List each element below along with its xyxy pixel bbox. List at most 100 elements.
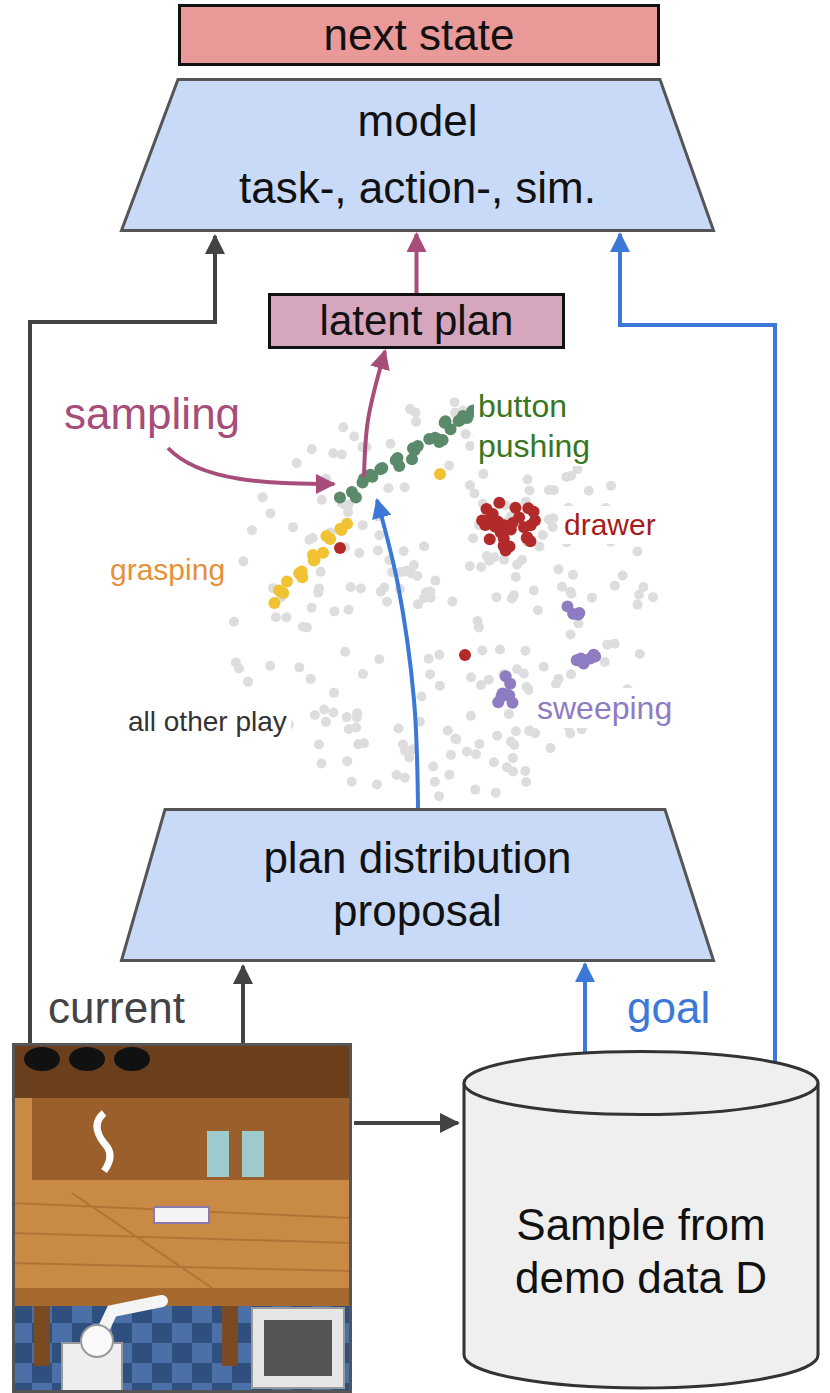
connector bbox=[364, 351, 418, 808]
latent-point bbox=[243, 677, 253, 687]
latent-point bbox=[247, 525, 257, 535]
latent-point bbox=[474, 622, 484, 632]
latent-point bbox=[571, 654, 583, 666]
latent-point bbox=[317, 758, 327, 768]
latent-point bbox=[346, 582, 356, 592]
connector-line bbox=[377, 500, 418, 808]
latent-point bbox=[229, 617, 239, 627]
cylinder-body bbox=[464, 1083, 818, 1388]
node-text: latent plan bbox=[320, 296, 514, 346]
trapezoid-shape bbox=[120, 808, 715, 962]
latent-point bbox=[511, 572, 521, 582]
latent-point bbox=[321, 717, 331, 727]
latent-point bbox=[474, 739, 484, 749]
latent-point bbox=[409, 560, 419, 570]
latent-point bbox=[307, 603, 317, 613]
latent-point bbox=[539, 662, 549, 672]
table-leg bbox=[222, 1306, 238, 1366]
latent-point bbox=[566, 471, 576, 481]
latent-point bbox=[634, 590, 644, 600]
latent-point bbox=[491, 788, 501, 798]
floor bbox=[12, 1043, 352, 1393]
latent-point bbox=[507, 697, 519, 709]
connector bbox=[416, 234, 417, 293]
node-text: next state bbox=[324, 9, 515, 62]
latent-point bbox=[538, 530, 548, 540]
sliding-door bbox=[207, 1131, 229, 1177]
latent-point bbox=[356, 584, 366, 594]
latent-point bbox=[288, 522, 298, 532]
latent-point bbox=[587, 593, 597, 603]
latent-point bbox=[400, 482, 410, 492]
latent-point bbox=[470, 785, 480, 795]
latent-point bbox=[450, 397, 460, 407]
latent-point bbox=[588, 649, 600, 661]
latent-point bbox=[329, 606, 339, 616]
latent-point bbox=[342, 756, 352, 766]
latent-point bbox=[434, 650, 444, 660]
hole bbox=[24, 1047, 60, 1071]
latent-point bbox=[399, 546, 409, 556]
latent-point bbox=[635, 649, 645, 659]
latent-point bbox=[328, 707, 338, 717]
latent-point bbox=[310, 710, 320, 720]
latent-point bbox=[306, 674, 316, 684]
latent-point bbox=[618, 571, 628, 581]
latent-point bbox=[554, 564, 564, 574]
latent-point bbox=[319, 705, 329, 715]
latent-point bbox=[265, 661, 275, 671]
table-edge bbox=[12, 1288, 352, 1306]
current-to-proposal-line bbox=[241, 966, 245, 1043]
latent-point bbox=[234, 664, 244, 674]
latent-point bbox=[606, 481, 616, 491]
latent-point bbox=[379, 583, 389, 593]
latent-point bbox=[548, 522, 558, 532]
latent-point bbox=[419, 593, 429, 603]
latent-point bbox=[437, 434, 449, 446]
latent-point bbox=[382, 597, 392, 607]
latent-point bbox=[602, 640, 612, 650]
trapezoid-outline bbox=[122, 80, 714, 231]
latent-point bbox=[572, 609, 584, 621]
latent-point bbox=[317, 495, 327, 505]
connector-line bbox=[415, 234, 419, 293]
latent-point bbox=[565, 729, 575, 739]
latent-point bbox=[482, 514, 494, 526]
latent-point bbox=[446, 750, 456, 760]
latent-point bbox=[424, 654, 434, 664]
latent-point bbox=[430, 576, 440, 586]
latent-point bbox=[265, 508, 275, 518]
latent-point bbox=[392, 770, 402, 780]
latent-plan-box: latent plan bbox=[268, 293, 565, 349]
latent-point bbox=[508, 767, 518, 777]
latent-point bbox=[307, 549, 319, 561]
latent-point bbox=[492, 696, 504, 708]
latent-point bbox=[521, 532, 533, 544]
latent-point bbox=[358, 520, 368, 530]
latent-point bbox=[349, 432, 359, 442]
latent-point bbox=[512, 560, 522, 570]
latent-point bbox=[372, 780, 382, 790]
latent-point bbox=[476, 562, 486, 572]
wood-grain bbox=[12, 1193, 352, 1288]
latent-point bbox=[341, 518, 353, 530]
latent-point bbox=[385, 439, 395, 449]
latent-point bbox=[419, 541, 429, 551]
latent-point bbox=[313, 588, 323, 598]
latent-point bbox=[566, 630, 576, 640]
latent-point bbox=[411, 408, 421, 418]
latent-point bbox=[493, 497, 505, 509]
output-box: next state bbox=[178, 4, 660, 66]
latent-point bbox=[545, 743, 555, 753]
hook bbox=[97, 1113, 110, 1171]
latent-point bbox=[439, 415, 451, 427]
latent-point bbox=[359, 738, 369, 748]
latent-point bbox=[584, 486, 594, 496]
latent-point bbox=[394, 723, 404, 733]
latent-point bbox=[520, 766, 530, 776]
latent-point bbox=[337, 450, 347, 460]
latent-point bbox=[298, 622, 308, 632]
latent-point bbox=[352, 712, 362, 722]
latent-point bbox=[316, 567, 326, 577]
